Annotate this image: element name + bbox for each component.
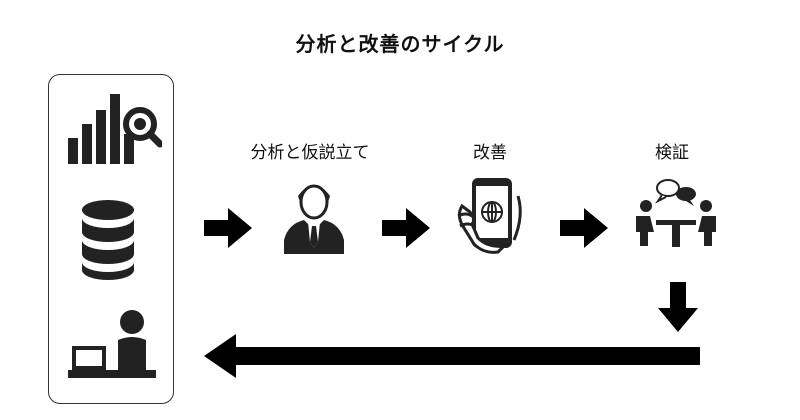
- data-source-panel: [48, 74, 174, 404]
- step-label-improvement: 改善: [473, 143, 507, 163]
- step-label-analysis: 分析と仮説立て: [250, 143, 370, 163]
- arrow-return-left: [204, 334, 700, 378]
- step-label-verification: 検証: [655, 143, 689, 163]
- database-icon: [80, 198, 136, 282]
- diagram-title: 分析と改善のサイクル: [295, 32, 505, 56]
- smartphone-in-hand-icon: [454, 176, 526, 256]
- arrow-right-3: [560, 208, 608, 248]
- arrow-down: [658, 282, 698, 332]
- arrow-right-1: [204, 208, 252, 248]
- arrow-right-2: [382, 208, 430, 248]
- businessman-icon: [282, 176, 346, 254]
- meeting-discussion-icon: [632, 176, 720, 256]
- bar-chart-search-icon: [66, 90, 162, 166]
- person-at-laptop-icon: [68, 306, 156, 386]
